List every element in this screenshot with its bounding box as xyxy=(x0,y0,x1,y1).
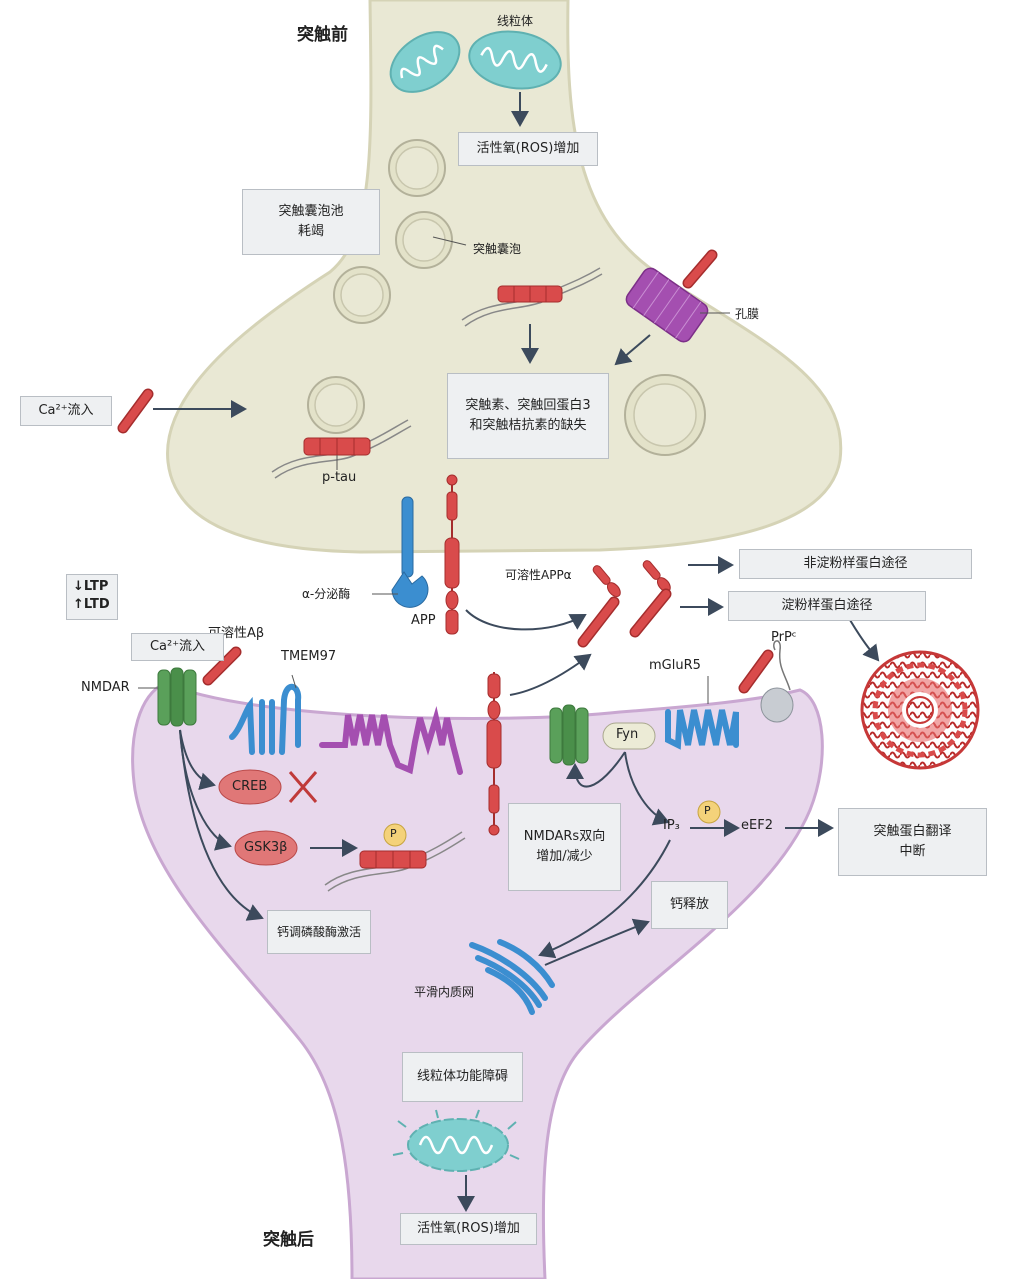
ltp-line: ↓LTP xyxy=(73,579,109,594)
non-amyloid-box: 非淀粉样蛋白途径 xyxy=(739,549,972,579)
app-label: APP xyxy=(411,613,436,628)
synaptic-vesicle xyxy=(395,211,453,269)
eef2-label: eEF2 xyxy=(741,818,773,833)
mitochondria-label: 线粒体 xyxy=(497,14,534,28)
app-protein-post xyxy=(486,672,502,836)
arrow xyxy=(179,729,264,921)
ros-post-box: 活性氧(ROS)增加 xyxy=(400,1213,537,1245)
ltd-line: ↑LTD xyxy=(73,597,110,612)
ca-release-box: 钙释放 xyxy=(651,881,728,929)
fyn-kinase xyxy=(602,722,656,750)
p-tau-tangle xyxy=(271,419,412,479)
alpha-secretase xyxy=(391,496,429,608)
tmem97-receptor xyxy=(229,683,302,755)
alpha-secretase-label: α-分泌酶 xyxy=(302,587,351,601)
creb-node xyxy=(218,769,282,805)
arrow xyxy=(849,619,880,662)
nmdar-label: NMDAR xyxy=(81,680,130,695)
inhibition-cross-icon xyxy=(288,771,318,803)
translation-box: 突触蛋白翻译 中断 xyxy=(838,808,987,876)
fyn-label: Fyn xyxy=(616,727,639,742)
prpc-protein xyxy=(760,640,794,723)
mitochondrion-1 xyxy=(389,31,461,93)
ltp-ltd-badge: ↓LTP ↑LTD xyxy=(66,574,118,620)
soluble-appa-label: 可溶性APPα xyxy=(505,568,572,582)
arrow xyxy=(624,751,670,826)
phospho-label: P xyxy=(704,804,711,817)
tau-tangle-upper xyxy=(461,267,603,327)
prpc-label: PrPᶜ xyxy=(771,630,797,645)
pore-complex xyxy=(625,267,709,343)
app-protein xyxy=(444,474,460,635)
arrow xyxy=(566,751,626,788)
mglur5-label: mGluR5 xyxy=(649,658,701,673)
arrow xyxy=(544,918,650,966)
nmdar-receptor xyxy=(157,667,197,727)
damaged-mitochondrion xyxy=(392,1109,520,1172)
membrane-receptor xyxy=(319,706,463,775)
abeta-peptide xyxy=(682,249,718,289)
postsynaptic-spine xyxy=(131,681,824,1279)
phospho-label: P xyxy=(390,827,397,840)
mito-dysfunction-box: 线粒体功能障碍 xyxy=(402,1052,523,1102)
arrow xyxy=(538,839,671,959)
amyloid-box: 淀粉样蛋白途径 xyxy=(728,591,926,621)
vesicle-label: 突触囊泡 xyxy=(473,242,522,256)
gsk3b-label: GSK3β xyxy=(244,840,288,855)
amyloid-plaque xyxy=(860,650,980,770)
postsynaptic-title: 突触后 xyxy=(263,1230,314,1250)
synaptic-vesicle xyxy=(333,266,391,324)
synaptic-vesicle xyxy=(388,139,446,197)
smooth-er xyxy=(469,939,555,1015)
soluble-appa xyxy=(577,560,672,648)
ca-influx-post-box: Ca²⁺流入 xyxy=(131,633,224,661)
calcineurin-box: 钙调磷酸酶激活 xyxy=(267,910,371,954)
pore-label: 孔膜 xyxy=(735,307,760,321)
tmem97-label: TMEM97 xyxy=(281,649,337,664)
arrow xyxy=(465,609,587,631)
smooth-er-label: 平滑内质网 xyxy=(414,985,475,999)
synaptic-vesicle xyxy=(307,376,365,434)
abeta-peptide xyxy=(117,388,154,434)
mitochondrion-2 xyxy=(468,30,562,90)
vesicle-pool-box: 突触囊泡池 耗竭 xyxy=(242,189,380,255)
phospho-badge xyxy=(383,823,407,847)
mglur5-receptor xyxy=(665,709,739,750)
p-tau-label: p-tau xyxy=(322,470,357,485)
abeta-peptide xyxy=(738,649,774,694)
presynaptic-title: 突触前 xyxy=(297,25,348,45)
phospho-badge xyxy=(697,800,721,824)
synapsin-loss-box: 突触素、突触回蛋白3 和突触桔抗素的缺失 xyxy=(447,373,609,459)
gsk3b-node xyxy=(234,830,298,866)
tau-tangle-post xyxy=(324,831,466,892)
arrow xyxy=(509,653,592,696)
ca-influx-pre-box: Ca²⁺流入 xyxy=(20,396,112,426)
abeta-peptide xyxy=(202,646,242,686)
nmdar-bidirectional-box: NMDARs双向 增加/减少 xyxy=(508,803,621,891)
arrow xyxy=(614,334,651,366)
synaptic-vesicle xyxy=(624,374,706,456)
ip3-label: IP₃ xyxy=(663,818,680,833)
ros-pre-box: 活性氧(ROS)增加 xyxy=(458,132,598,166)
nmdar-receptor-2 xyxy=(549,704,589,766)
creb-label: CREB xyxy=(232,779,268,794)
